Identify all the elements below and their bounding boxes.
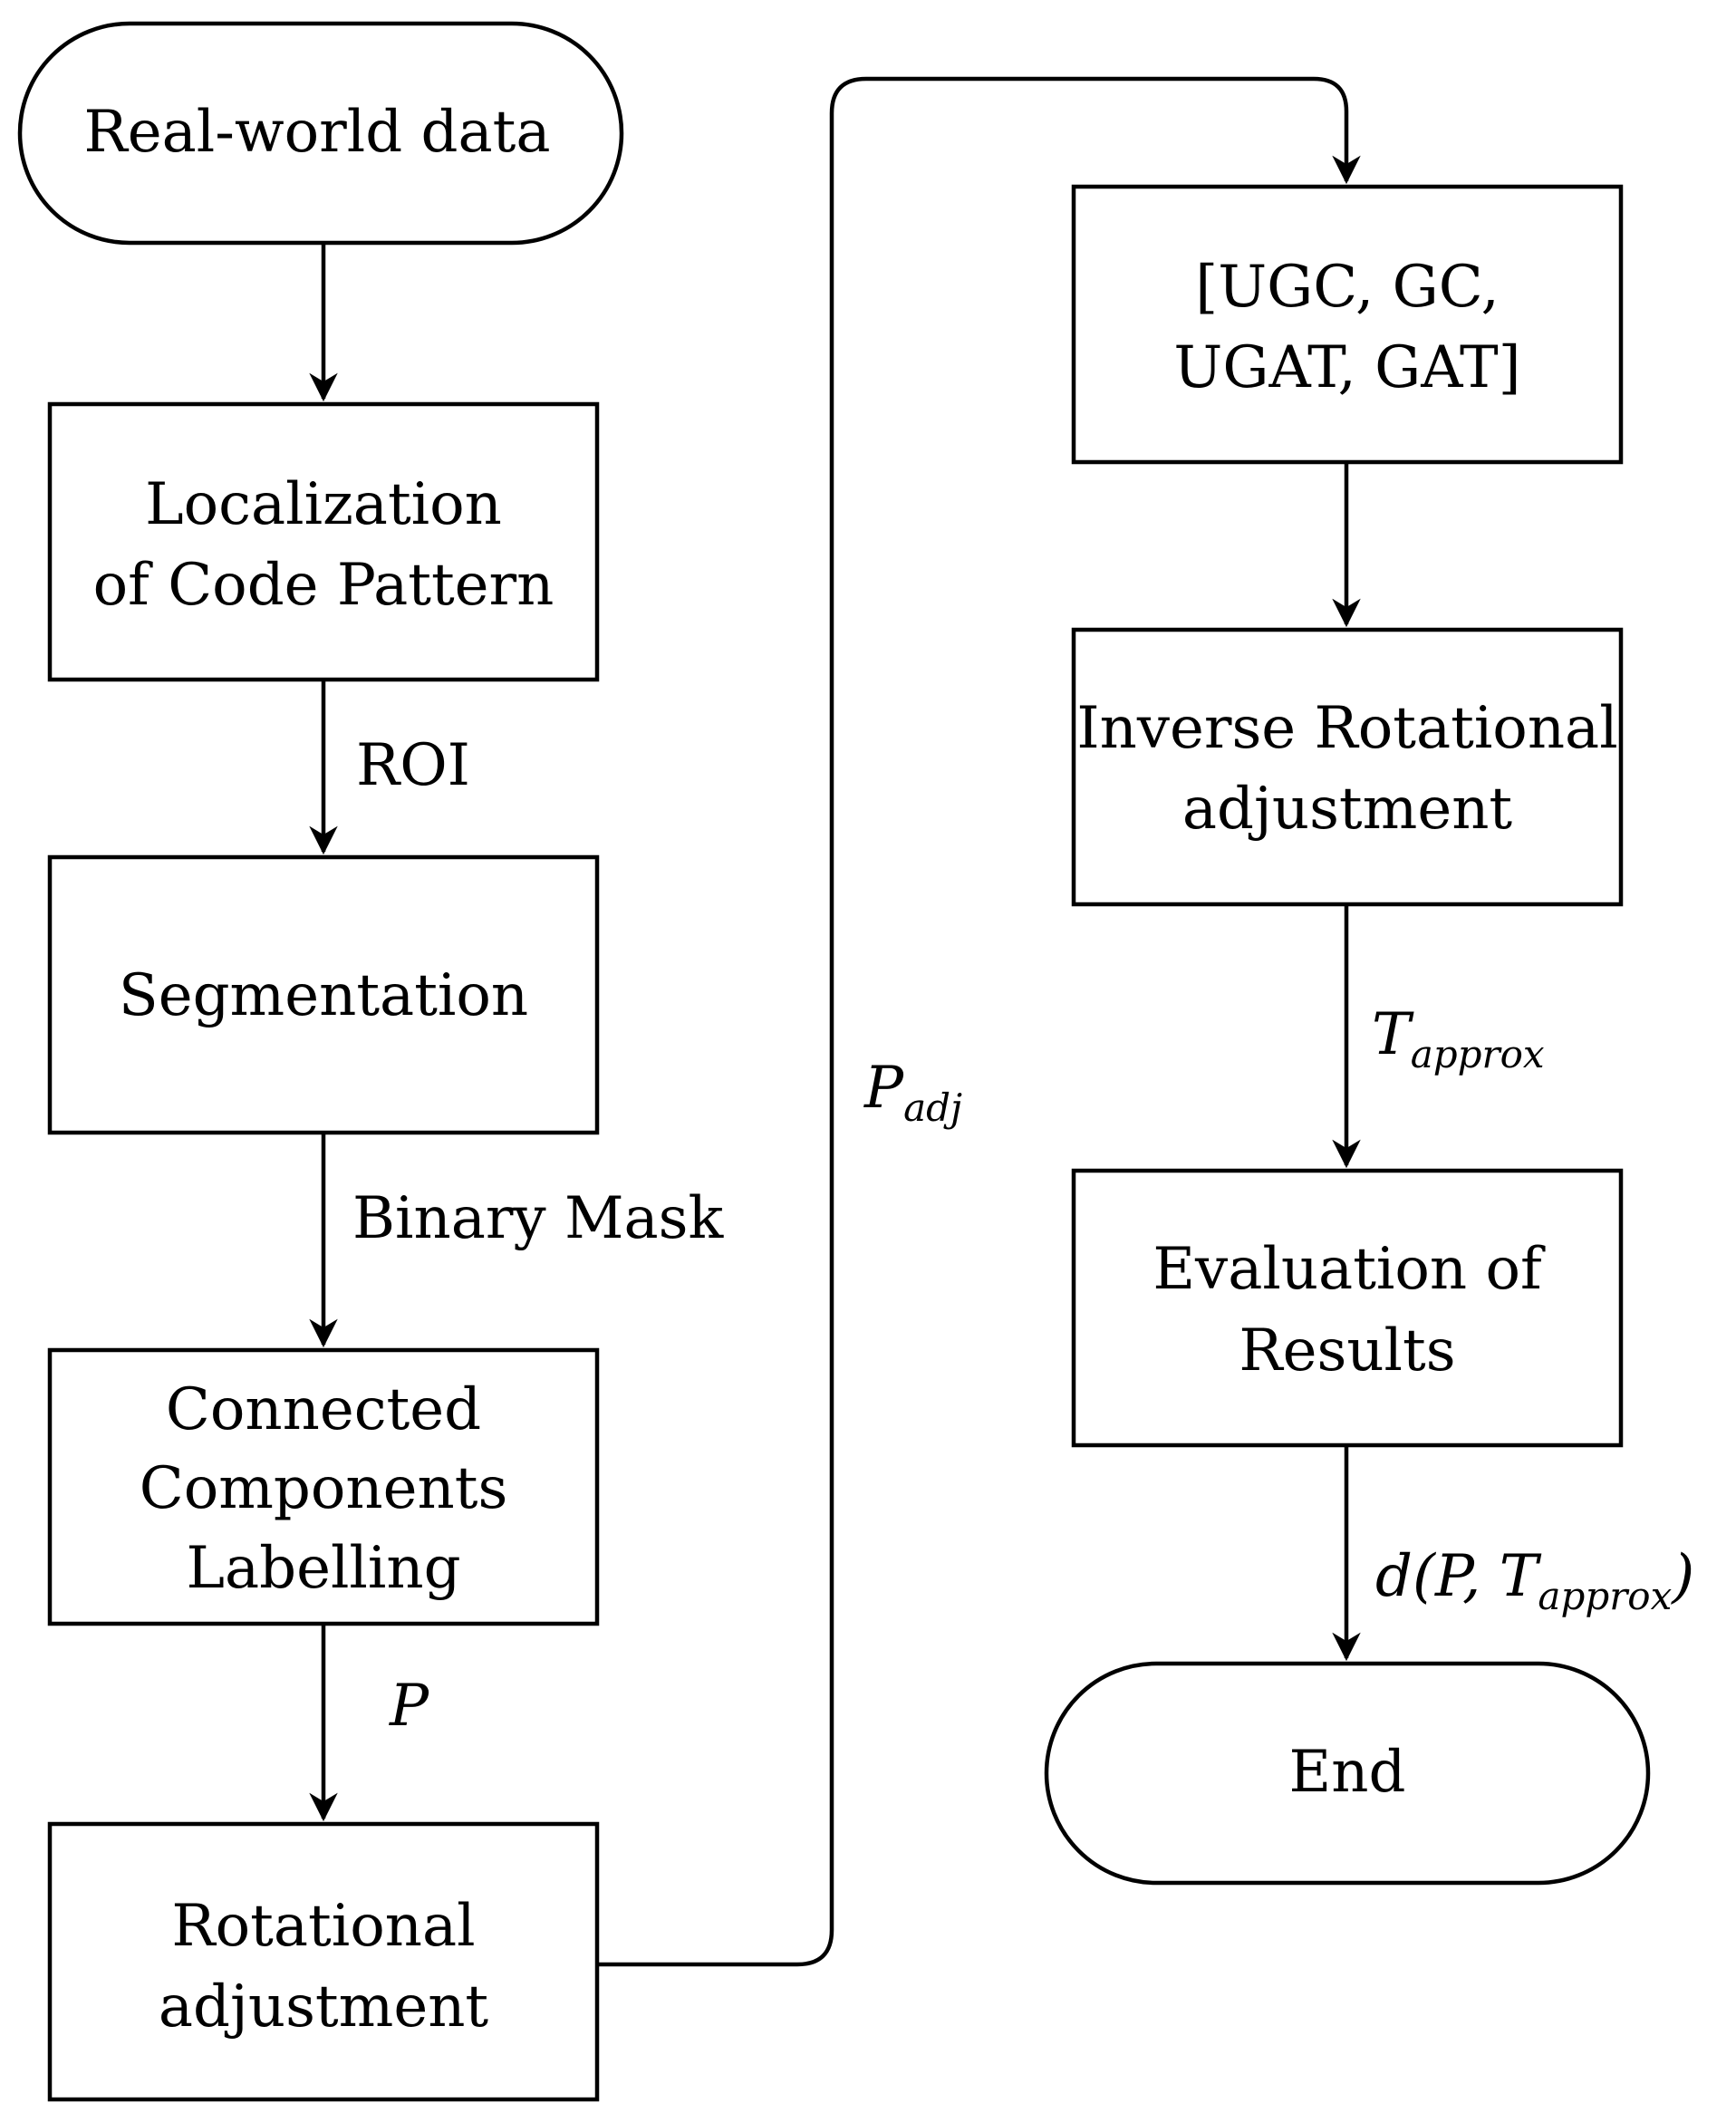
edge-rotational-to-models bbox=[597, 76, 1361, 1967]
node-segmentation-label: Segmentation bbox=[119, 962, 528, 1029]
edge-label-t-approx: Tapprox bbox=[1372, 1001, 1545, 1076]
node-rotational-line-2: adjustment bbox=[159, 1973, 489, 2041]
node-models-line-2: UGAT, GAT] bbox=[1173, 334, 1520, 401]
node-evaluation: Evaluation of Results bbox=[1071, 1168, 1624, 1448]
node-segmentation: Segmentation bbox=[47, 854, 600, 1135]
node-localization-line-1: Localization bbox=[145, 471, 502, 538]
node-evaluation-line-2: Results bbox=[1239, 1317, 1455, 1385]
edge-label-roi: ROI bbox=[356, 732, 470, 799]
node-models: [UGC, GC, UGAT, GAT] bbox=[1071, 184, 1624, 465]
node-localization-line-2: of Code Pattern bbox=[93, 552, 555, 619]
node-ccl-line-1: Connected bbox=[166, 1376, 481, 1443]
edge-label-p: P bbox=[389, 1673, 429, 1740]
node-inverse-line-1: Inverse Rotational bbox=[1076, 695, 1617, 762]
node-evaluation-line-1: Evaluation of bbox=[1153, 1236, 1546, 1303]
node-start: Real-world data bbox=[17, 21, 624, 246]
node-models-line-1: [UGC, GC, bbox=[1195, 254, 1500, 321]
edge-label-p-adj: Padj bbox=[863, 1055, 962, 1130]
node-inverse-line-2: adjustment bbox=[1182, 776, 1513, 843]
node-ccl-line-2: Components bbox=[140, 1455, 508, 1522]
edge-label-distance: d(P, Tapprox) bbox=[1375, 1543, 1694, 1618]
node-end: End bbox=[1044, 1661, 1651, 1886]
edge-label-binary-mask: Binary Mask bbox=[352, 1185, 725, 1252]
node-rotational: Rotational adjustment bbox=[47, 1821, 600, 2102]
node-start-label: Real-world data bbox=[84, 99, 551, 166]
node-ccl: Connected Components Labelling bbox=[47, 1347, 600, 1626]
node-ccl-line-3: Labelling bbox=[186, 1535, 460, 1602]
connectors bbox=[309, 76, 1361, 1967]
node-rotational-line-1: Rotational bbox=[171, 1893, 475, 1960]
node-end-label: End bbox=[1289, 1739, 1406, 1806]
node-inverse: Inverse Rotational adjustment bbox=[1071, 627, 1624, 907]
node-localization: Localization of Code Pattern bbox=[47, 401, 600, 682]
